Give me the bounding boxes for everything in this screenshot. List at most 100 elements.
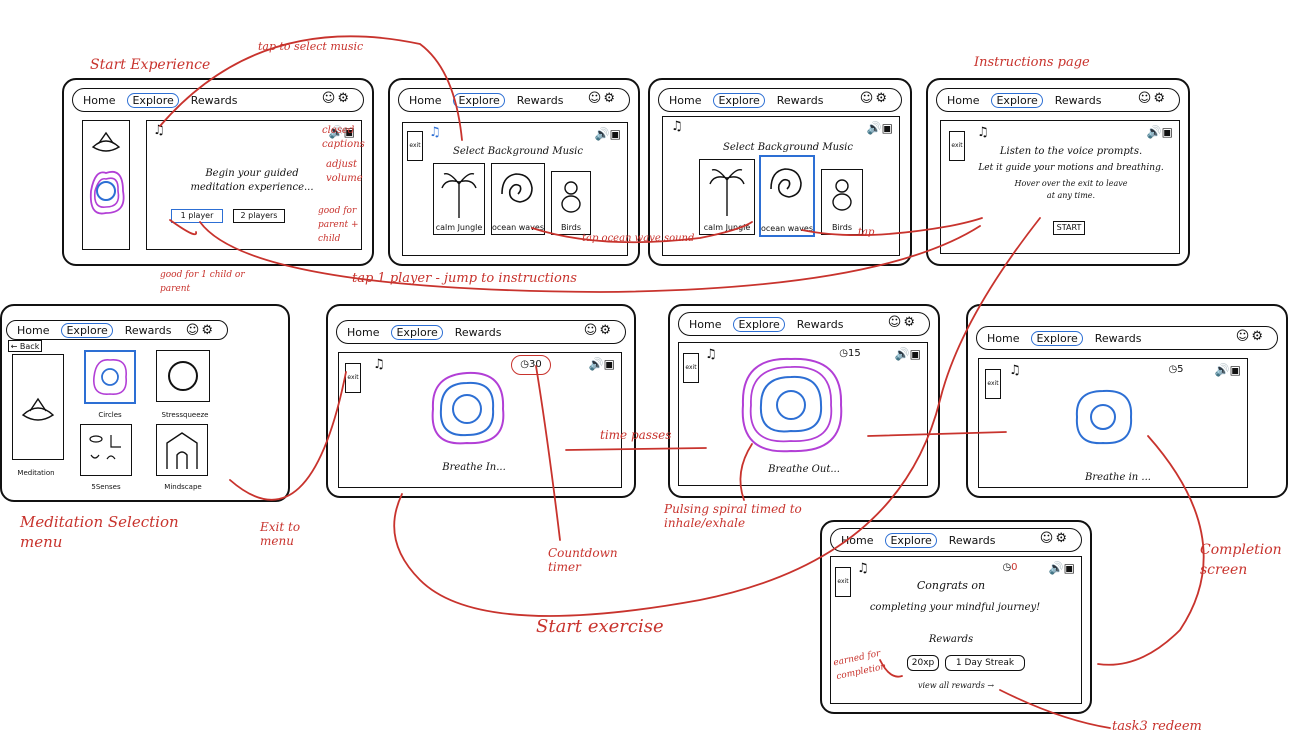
annotation-countdown-timer: Countdown timer bbox=[548, 546, 618, 574]
nav-rewards[interactable]: Rewards bbox=[796, 317, 844, 331]
nav-explore[interactable]: Explore bbox=[453, 92, 505, 108]
nav-rewards[interactable]: Rewards bbox=[124, 323, 172, 337]
instruction-line-3: Hover over the exit to leave bbox=[1014, 179, 1128, 188]
lotus-spiral-art bbox=[89, 131, 125, 215]
nav-bar: Home Explore Rewards ☺⚙ bbox=[976, 326, 1278, 350]
nav-rewards[interactable]: Rewards bbox=[516, 93, 564, 107]
music-note-icon[interactable]: ♫ bbox=[671, 119, 683, 134]
profile-settings-icons[interactable]: ☺⚙ bbox=[1137, 91, 1167, 106]
nav-explore[interactable]: Explore bbox=[61, 322, 113, 338]
timer-badge: ◷0 bbox=[1002, 562, 1018, 573]
music-note-icon[interactable]: ♫ bbox=[1009, 363, 1021, 378]
profile-settings-icons[interactable]: ☺⚙ bbox=[1235, 329, 1265, 344]
5senses-card[interactable] bbox=[80, 424, 132, 476]
nav-explore[interactable]: Explore bbox=[127, 92, 179, 108]
timer-value: 30 bbox=[529, 359, 542, 370]
nav-rewards[interactable]: Rewards bbox=[948, 533, 996, 547]
nav-explore[interactable]: Explore bbox=[1031, 330, 1083, 346]
music-note-icon[interactable]: ♫ bbox=[429, 125, 441, 140]
profile-settings-icons[interactable]: ☺⚙ bbox=[185, 323, 215, 338]
annotation-closed-captions: closed captions bbox=[322, 125, 365, 150]
ocean-waves-card-selected[interactable]: ocean waves bbox=[759, 155, 815, 237]
birds-card[interactable]: Birds bbox=[821, 169, 863, 235]
5senses-label: 5Senses bbox=[91, 483, 121, 491]
exit-door[interactable]: exit bbox=[985, 369, 1001, 399]
volume-captions-icon[interactable]: 🔊▣ bbox=[1146, 125, 1173, 139]
nav-explore[interactable]: Explore bbox=[713, 92, 765, 108]
volume-captions-icon[interactable]: 🔊▣ bbox=[594, 127, 621, 141]
profile-settings-icons[interactable]: ☺⚙ bbox=[321, 91, 351, 106]
rewards-heading: Rewards bbox=[928, 634, 974, 645]
profile-settings-icons[interactable]: ☺⚙ bbox=[887, 315, 917, 330]
calm-jungle-card[interactable]: calm Jungle bbox=[433, 163, 485, 235]
nav-home[interactable]: Home bbox=[409, 93, 442, 107]
exit-door[interactable]: exit bbox=[949, 131, 965, 161]
exit-door[interactable]: exit bbox=[835, 567, 851, 597]
nav-home[interactable]: Home bbox=[347, 325, 380, 339]
annotation-tap-1-player: tap 1 player - jump to instructions bbox=[352, 271, 577, 286]
volume-captions-icon[interactable]: 🔊▣ bbox=[894, 347, 921, 361]
nav-rewards[interactable]: Rewards bbox=[1094, 331, 1142, 345]
nav-home[interactable]: Home bbox=[83, 93, 116, 107]
nav-bar: Home Explore Rewards ☺⚙ bbox=[336, 320, 626, 344]
breathe-caption: Breathe In... bbox=[442, 462, 506, 473]
side-lotus-panel bbox=[82, 120, 130, 250]
stressqueeze-card[interactable] bbox=[156, 350, 210, 402]
nav-rewards[interactable]: Rewards bbox=[776, 93, 824, 107]
music-note-icon[interactable]: ♫ bbox=[977, 125, 989, 140]
nav-rewards[interactable]: Rewards bbox=[454, 325, 502, 339]
view-all-rewards-link[interactable]: view all rewards → bbox=[917, 681, 995, 690]
nav-explore[interactable]: Explore bbox=[733, 316, 785, 332]
nav-home[interactable]: Home bbox=[841, 533, 874, 547]
circles-card[interactable] bbox=[84, 350, 136, 404]
streak-badge[interactable]: 1 Day Streak bbox=[945, 655, 1025, 671]
profile-settings-icons[interactable]: ☺⚙ bbox=[1039, 531, 1069, 546]
nav-explore[interactable]: Explore bbox=[885, 532, 937, 548]
nav-home[interactable]: Home bbox=[669, 93, 702, 107]
nav-explore[interactable]: Explore bbox=[991, 92, 1043, 108]
one-player-button[interactable]: 1 player bbox=[171, 209, 223, 223]
ocean-waves-label: ocean waves bbox=[492, 223, 544, 232]
frame-breathe-in-5: Home Explore Rewards ☺⚙ exit ♫ ◷5 🔊▣ Bre… bbox=[966, 304, 1288, 498]
breathe-caption: Breathe in ... bbox=[1085, 472, 1151, 483]
annotation-start-experience: Start Experience bbox=[90, 57, 211, 73]
two-players-button[interactable]: 2 players bbox=[233, 209, 285, 223]
birds-card[interactable]: Birds bbox=[551, 171, 591, 235]
exit-door[interactable]: exit bbox=[407, 131, 423, 161]
nav-home[interactable]: Home bbox=[17, 323, 50, 337]
xp-badge[interactable]: 20xp bbox=[907, 655, 939, 671]
main-panel: exit ♫ ◷5 🔊▣ Breathe in ... bbox=[978, 358, 1248, 488]
volume-captions-icon[interactable]: 🔊▣ bbox=[588, 357, 615, 371]
volume-captions-icon[interactable]: 🔊▣ bbox=[1214, 363, 1241, 377]
start-button[interactable]: START bbox=[1053, 221, 1085, 235]
main-panel: exit ♫ ◷30 🔊▣ Breathe In... bbox=[338, 352, 622, 488]
circles-label: Circles bbox=[98, 411, 122, 419]
nav-rewards[interactable]: Rewards bbox=[1054, 93, 1102, 107]
exit-door[interactable]: exit bbox=[345, 363, 361, 393]
nav-explore[interactable]: Explore bbox=[391, 324, 443, 340]
exit-door[interactable]: exit bbox=[683, 353, 699, 383]
volume-captions-icon[interactable]: 🔊▣ bbox=[1048, 561, 1075, 575]
nav-rewards[interactable]: Rewards bbox=[190, 93, 238, 107]
music-note-icon[interactable]: ♫ bbox=[705, 347, 717, 362]
music-note-icon[interactable]: ♫ bbox=[153, 123, 165, 138]
annotation-meditation-selection: Meditation Selection menu bbox=[20, 513, 179, 551]
volume-captions-icon[interactable]: 🔊▣ bbox=[866, 121, 893, 135]
ocean-waves-card[interactable]: ocean waves bbox=[491, 163, 545, 235]
calm-jungle-card[interactable]: calm Jungle bbox=[699, 159, 755, 235]
music-note-icon[interactable]: ♫ bbox=[857, 561, 869, 576]
frame-instructions: Home Explore Rewards ☺⚙ exit ♫ 🔊▣ Listen… bbox=[926, 78, 1190, 266]
instruction-line-4: at any time. bbox=[1046, 191, 1096, 200]
annotation-exit-to-menu: Exit to menu bbox=[260, 520, 301, 548]
nav-home[interactable]: Home bbox=[689, 317, 722, 331]
profile-settings-icons[interactable]: ☺⚙ bbox=[587, 91, 617, 106]
lotus-icon bbox=[21, 397, 55, 421]
back-button[interactable]: ← Back bbox=[8, 340, 42, 352]
profile-settings-icons[interactable]: ☺⚙ bbox=[859, 91, 889, 106]
profile-settings-icons[interactable]: ☺⚙ bbox=[583, 323, 613, 338]
music-note-icon[interactable]: ♫ bbox=[373, 357, 385, 372]
mindscape-card[interactable] bbox=[156, 424, 208, 476]
nav-home[interactable]: Home bbox=[987, 331, 1020, 345]
instruction-line-1: Listen to the voice prompts. bbox=[999, 146, 1143, 157]
nav-home[interactable]: Home bbox=[947, 93, 980, 107]
